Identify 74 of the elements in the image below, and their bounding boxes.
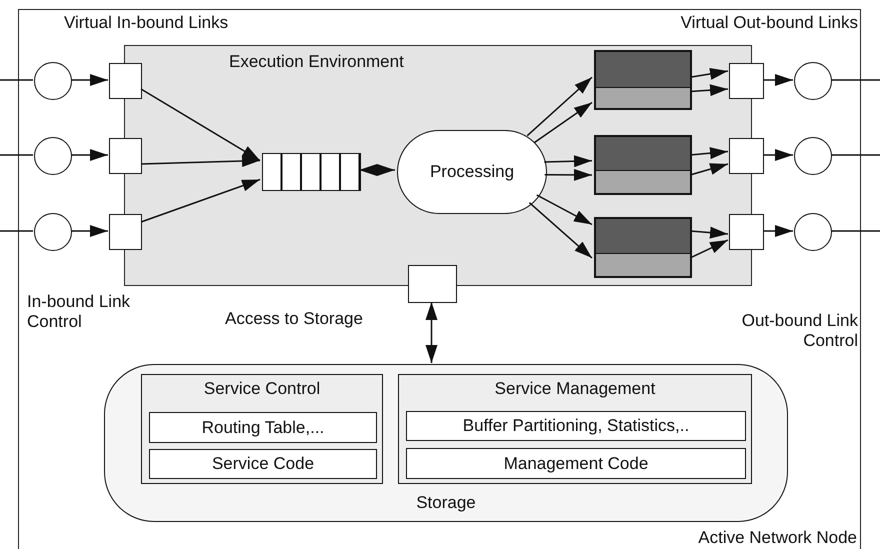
- item-box: [406, 411, 746, 441]
- node-title: Active Network Node: [698, 528, 857, 548]
- arrow: [763, 149, 793, 161]
- arrow: [526, 76, 592, 136]
- queue-buffer: [262, 153, 361, 191]
- arrow: [690, 163, 728, 176]
- link-line: [831, 154, 880, 156]
- node-title: Service Control: [202, 379, 322, 399]
- link-line: [831, 230, 880, 232]
- control-square: [729, 214, 764, 250]
- link-circle: [794, 213, 832, 251]
- node-label: Processing: [428, 162, 516, 182]
- item-box: [149, 449, 377, 479]
- arrow: [71, 74, 108, 86]
- buffer-band: [594, 50, 692, 89]
- buffer-band: [594, 254, 692, 278]
- arrow: [690, 68, 728, 80]
- arrow: [140, 88, 260, 162]
- link-circle: [794, 62, 832, 100]
- control-square: [729, 138, 764, 174]
- storage-container: [104, 364, 788, 522]
- control-square: [109, 138, 142, 174]
- arrow: [536, 194, 592, 226]
- link-line: [0, 79, 33, 81]
- arrow: [426, 302, 438, 363]
- arrow: [71, 225, 108, 237]
- buffer-band: [594, 135, 692, 172]
- buffer-band: [594, 217, 692, 255]
- section-box: [141, 374, 383, 484]
- arrow: [690, 226, 728, 239]
- arrow: [528, 202, 592, 259]
- control-square: [109, 214, 142, 250]
- node-label: Routing Table,...: [200, 418, 326, 438]
- section-box: [398, 374, 752, 484]
- arrow: [690, 84, 728, 96]
- arrow: [690, 147, 728, 160]
- node-frame: [18, 9, 861, 549]
- node-label: Buffer Partitioning, Statistics,..: [462, 416, 690, 436]
- label-text: Access to Storage: [225, 309, 363, 329]
- link-circle: [34, 137, 72, 175]
- arrow: [763, 225, 793, 237]
- link-line: [0, 154, 33, 156]
- label-text: In-bound Link Control: [27, 292, 132, 332]
- label-text: Out-bound Link Control: [740, 311, 858, 350]
- buffer-band: [594, 171, 692, 195]
- item-box: [149, 412, 377, 443]
- link-line: [0, 230, 33, 232]
- link-circle: [34, 213, 72, 251]
- environment-panel: [124, 45, 752, 286]
- buffer-band: [594, 88, 692, 110]
- arrow: [544, 168, 592, 181]
- link-circle: [34, 62, 72, 100]
- arrow: [140, 178, 260, 223]
- link-line: [831, 79, 880, 81]
- node-title: Storage: [415, 493, 477, 513]
- arrow: [544, 155, 592, 168]
- arrow: [690, 239, 728, 259]
- item-box: [406, 448, 746, 479]
- control-square: [408, 265, 457, 303]
- arrow: [140, 155, 260, 168]
- arrow: [359, 164, 395, 176]
- node-label: Management Code: [502, 454, 650, 474]
- arrow: [534, 102, 592, 144]
- control-square: [109, 63, 142, 99]
- arrow: [71, 149, 108, 161]
- arrow: [763, 74, 793, 86]
- link-circle: [794, 137, 832, 175]
- node-title: Execution Environment: [229, 52, 404, 72]
- node-label: Service Code: [210, 454, 316, 474]
- label-text: Virtual Out-bound Links: [680, 13, 858, 33]
- node-title: Service Management: [494, 379, 656, 399]
- control-square: [729, 63, 764, 99]
- process-stadium: [397, 130, 547, 214]
- label-text: Virtual In-bound Links: [64, 13, 228, 33]
